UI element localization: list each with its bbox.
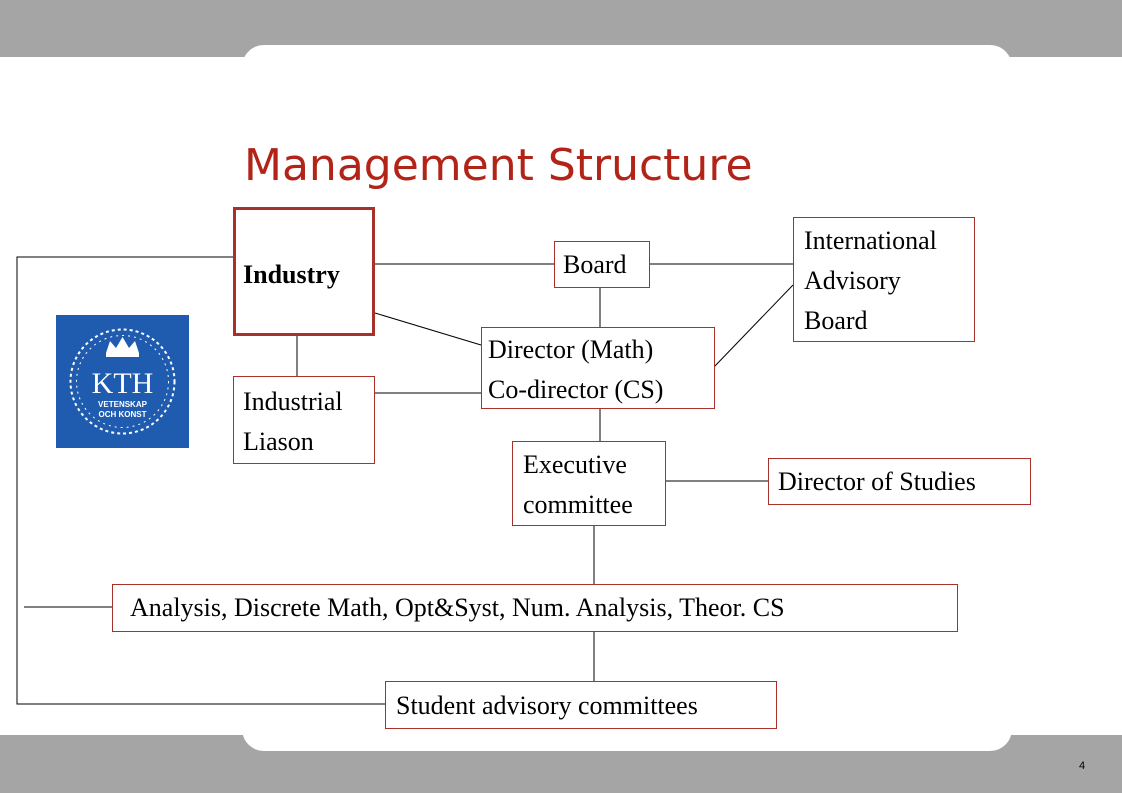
- kth-logo-subtext-1: VETENSKAP: [98, 400, 148, 409]
- industry-box: Industry: [233, 207, 375, 336]
- liason-label-line1: Industrial: [243, 387, 343, 416]
- slide-top-tab: [242, 45, 1012, 85]
- executive-label-line1: Executive: [523, 450, 627, 479]
- iab-label-line2: Advisory: [804, 266, 901, 295]
- director-label-line1: Director (Math): [488, 335, 654, 364]
- student-advisory-box: Student advisory committees: [385, 681, 777, 729]
- connector-iab-director: [713, 284, 794, 368]
- kth-logo-icon: KTH VETENSKAP OCH KONST: [69, 328, 176, 435]
- industry-label: Industry: [243, 260, 340, 289]
- iab-label-line1: International: [804, 226, 937, 255]
- kth-logo-subtext-2: OCH KONST: [99, 410, 147, 419]
- executive-committee-box: Executive committee: [512, 441, 666, 526]
- student-advisory-label: Student advisory committees: [396, 691, 698, 720]
- director-of-studies-box: Director of Studies: [768, 458, 1031, 505]
- studies-label: Director of Studies: [778, 467, 976, 496]
- connector-industry-left-loop: [16, 256, 385, 705]
- connector-industry-director: [374, 312, 482, 346]
- industrial-liason-box: Industrial Liason: [233, 376, 375, 464]
- slide-title: Management Structure: [244, 140, 753, 191]
- departments-label: Analysis, Discrete Math, Opt&Syst, Num. …: [130, 593, 785, 622]
- board-label: Board: [563, 250, 627, 279]
- page-number: 4: [1079, 760, 1086, 772]
- executive-label-line2: committee: [523, 490, 633, 519]
- international-advisory-board-box: International Advisory Board: [793, 217, 975, 342]
- board-box: Board: [554, 241, 650, 288]
- departments-box: Analysis, Discrete Math, Opt&Syst, Num. …: [112, 584, 958, 632]
- director-box: Director (Math) Co-director (CS): [481, 327, 715, 409]
- director-label-line2: Co-director (CS): [488, 375, 664, 404]
- liason-label-line2: Liason: [243, 427, 314, 456]
- kth-logo-text: KTH: [92, 367, 154, 400]
- kth-logo: KTH VETENSKAP OCH KONST: [56, 315, 189, 448]
- iab-label-line3: Board: [804, 306, 868, 335]
